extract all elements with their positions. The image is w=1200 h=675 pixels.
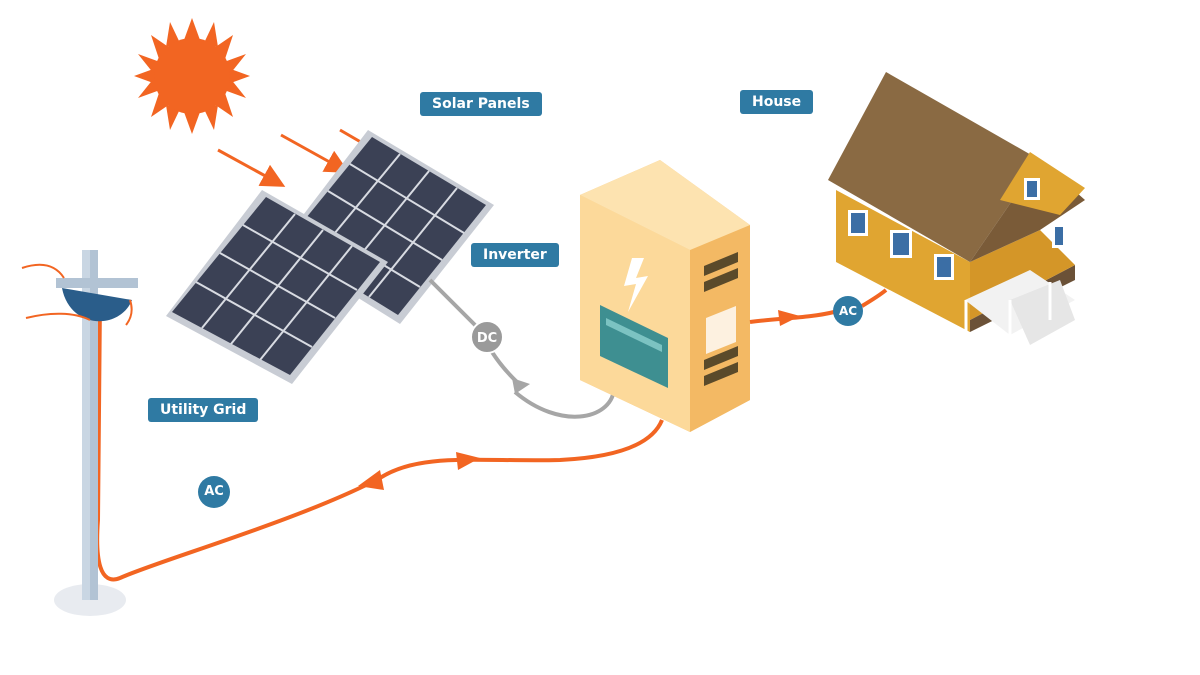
ac-line-house <box>749 288 888 326</box>
dc-badge: DC <box>470 320 504 354</box>
ac-house-badge: AC <box>833 296 863 326</box>
house-label: House <box>740 90 814 114</box>
solar-panel-front <box>166 190 388 384</box>
dc-cable <box>428 278 616 419</box>
house <box>828 72 1085 345</box>
inverter-label: Inverter <box>471 243 559 267</box>
inverter-box <box>580 160 750 432</box>
ac-line-grid <box>95 299 664 582</box>
sun-icon <box>134 18 250 134</box>
utility-pole <box>21 250 138 616</box>
ac-grid-badge: AC <box>198 476 230 508</box>
solar-panels-label: Solar Panels <box>420 92 542 116</box>
utility-grid-label: Utility Grid <box>148 398 259 422</box>
